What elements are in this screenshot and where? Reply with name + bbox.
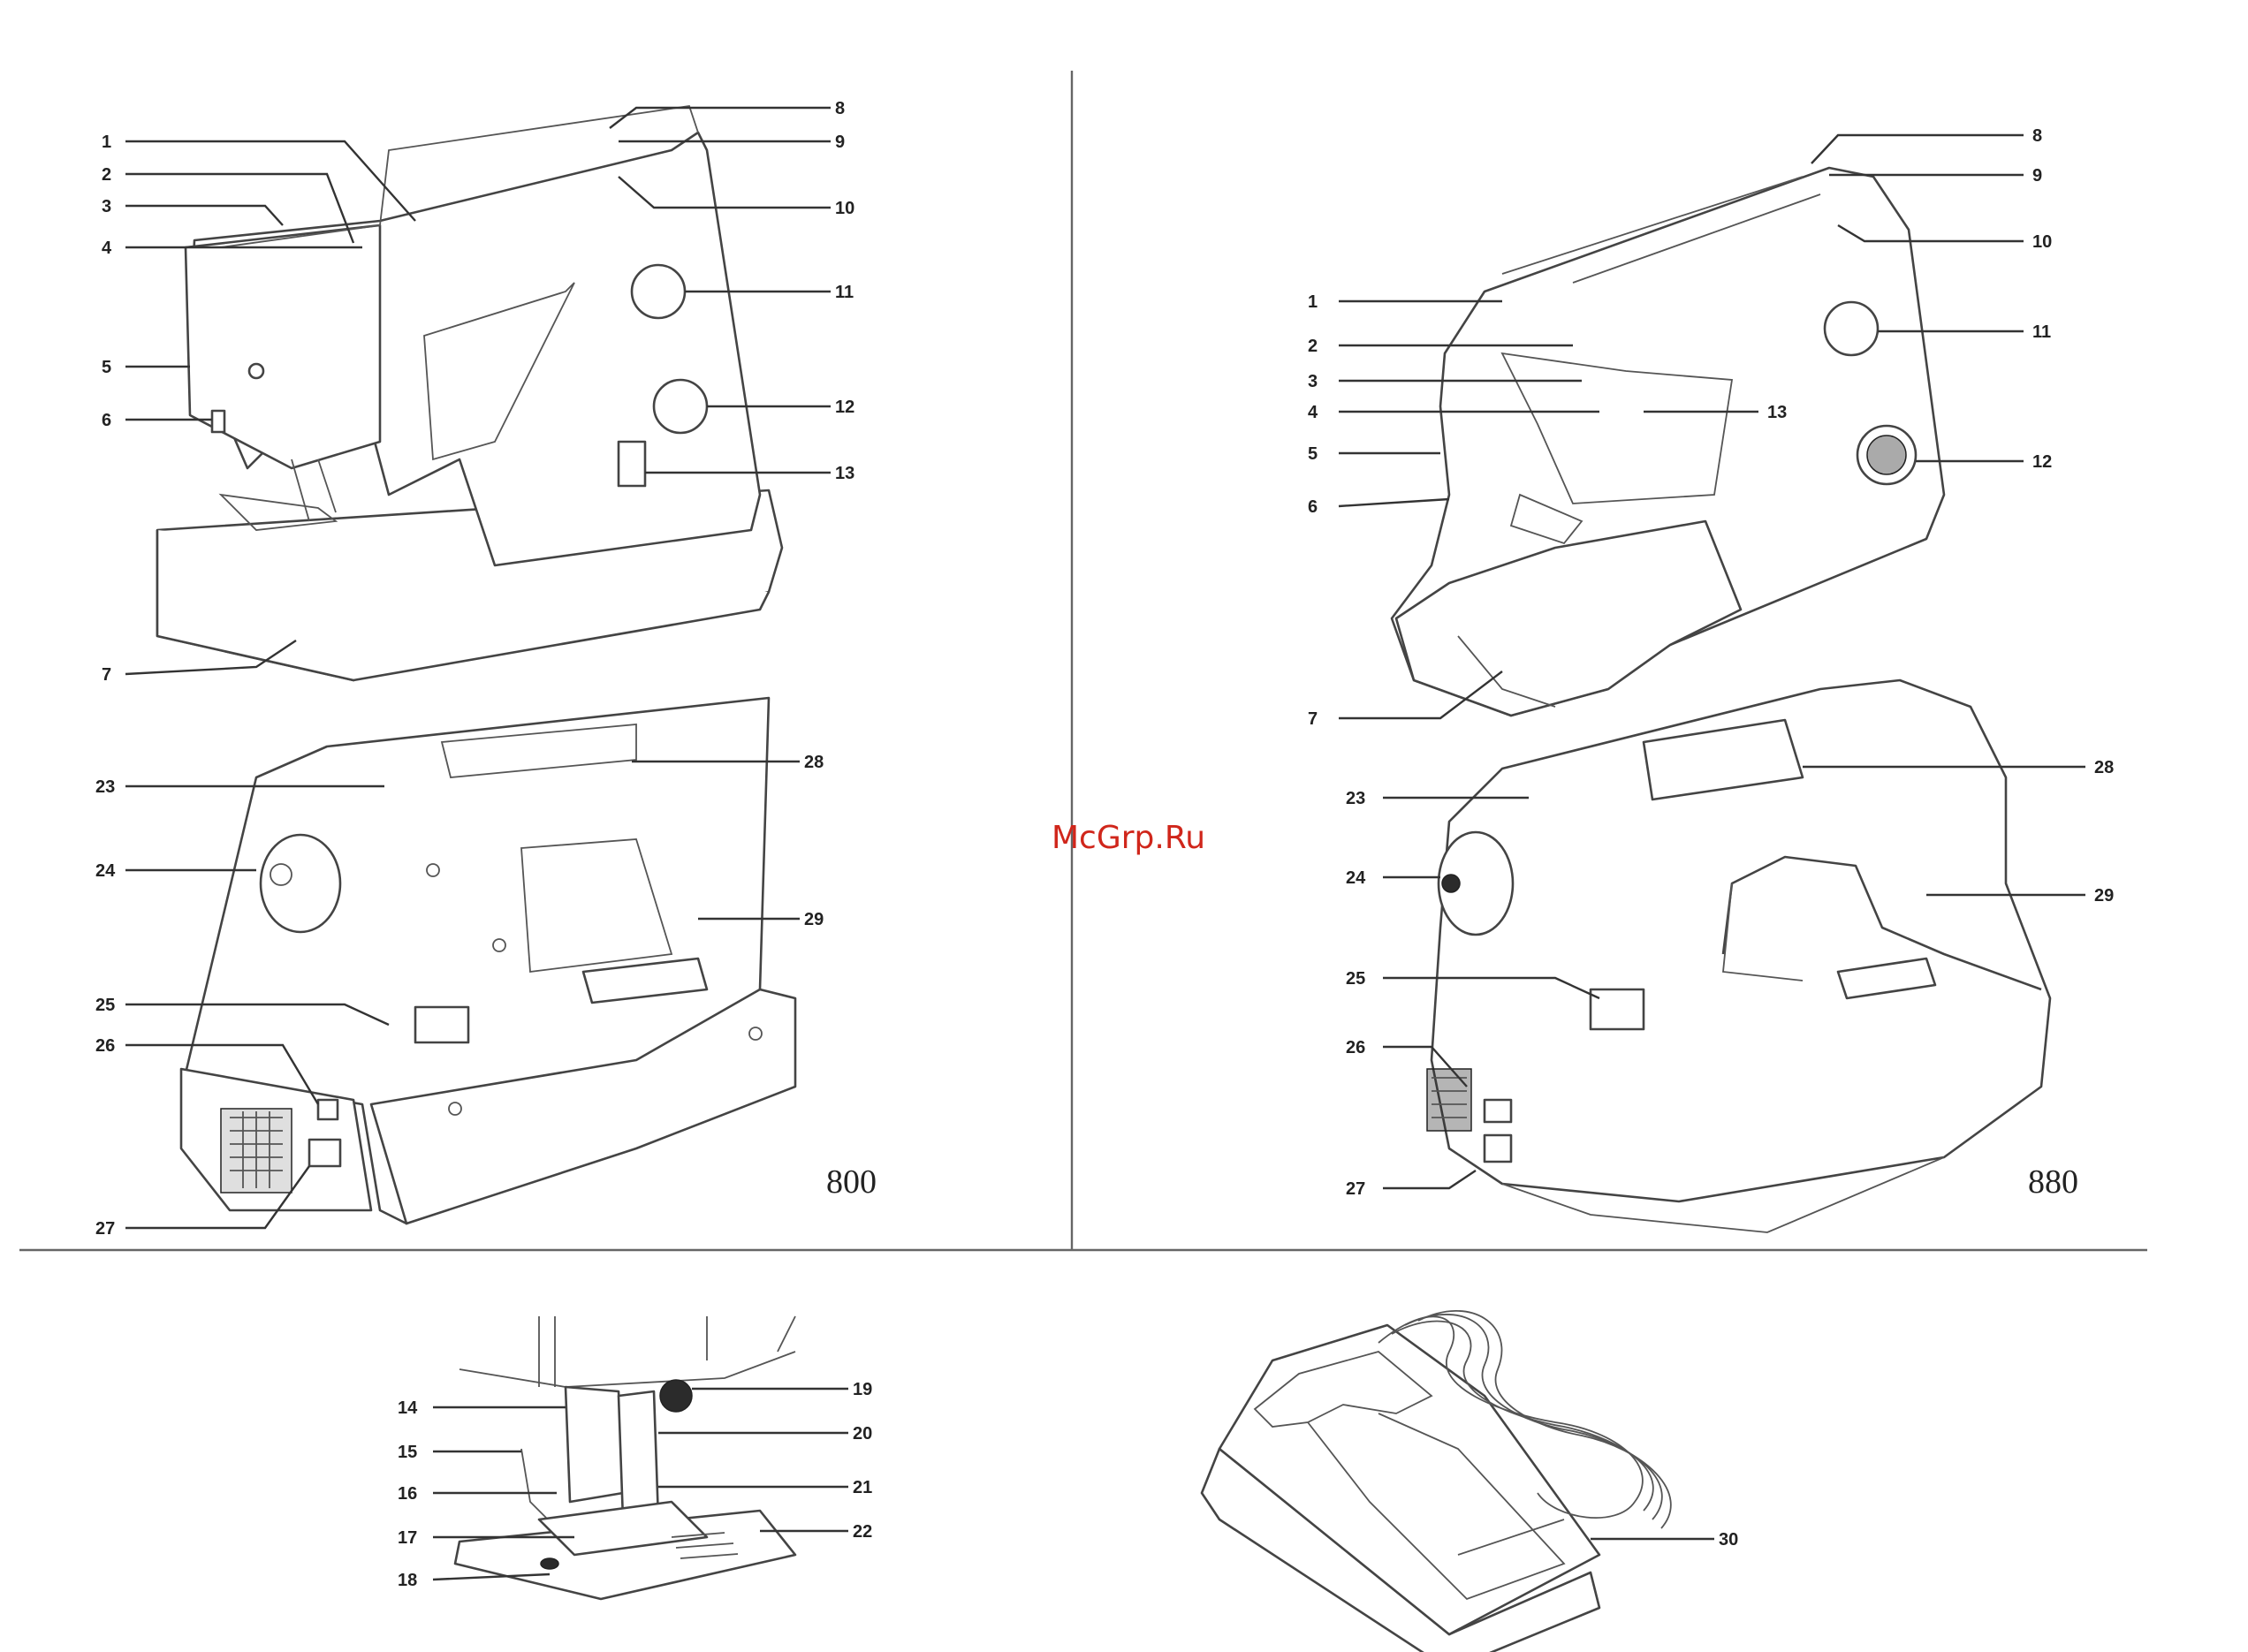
callout-880-12: 12	[2032, 452, 2052, 472]
callout-22: 22	[853, 1522, 872, 1542]
callout-800-10: 10	[835, 199, 854, 218]
machine-800-back-drawing	[181, 698, 795, 1224]
callout-21: 21	[853, 1478, 872, 1497]
callout-880-24: 24	[1346, 868, 1366, 888]
presser-foot-drawing	[455, 1316, 795, 1599]
callout-800-5: 5	[102, 358, 111, 377]
callout-880-23: 23	[1346, 789, 1365, 808]
callout-880-3: 3	[1308, 372, 1318, 391]
callout-800-27: 27	[95, 1219, 115, 1239]
callout-800-11: 11	[835, 283, 854, 302]
callout-880-28: 28	[2094, 758, 2114, 777]
callout-880-10: 10	[2032, 232, 2052, 252]
callout-800-7: 7	[102, 665, 111, 685]
callout-800-25: 25	[95, 996, 115, 1015]
model-label-800: 800	[826, 1163, 877, 1201]
machine-880-front-drawing	[1392, 168, 1944, 716]
callout-880-13: 13	[1767, 403, 1787, 422]
callout-800-1: 1	[102, 133, 111, 152]
callout-800-9: 9	[835, 133, 845, 152]
callout-16: 16	[398, 1484, 417, 1504]
callout-880-2: 2	[1308, 337, 1318, 356]
callout-880-9: 9	[2032, 166, 2042, 186]
callout-30: 30	[1719, 1530, 1738, 1550]
callout-14: 14	[398, 1398, 418, 1418]
machine-880-back-drawing	[1427, 680, 2050, 1232]
callout-19: 19	[853, 1380, 872, 1399]
foot-pedal-drawing	[1202, 1311, 1671, 1652]
callout-800-26: 26	[95, 1036, 115, 1056]
model-label-880: 880	[2028, 1163, 2078, 1201]
callout-800-28: 28	[804, 753, 824, 772]
callout-880-11: 11	[2032, 322, 2051, 342]
callout-880-1: 1	[1308, 292, 1318, 312]
callout-880-27: 27	[1346, 1179, 1365, 1199]
callout-800-2: 2	[102, 165, 111, 185]
machine-800-front-drawing	[157, 106, 782, 680]
callout-880-26: 26	[1346, 1038, 1365, 1057]
callout-17: 17	[398, 1528, 417, 1548]
callout-880-5: 5	[1308, 444, 1318, 464]
callout-20: 20	[853, 1424, 872, 1444]
callout-880-7: 7	[1308, 709, 1318, 729]
callout-800-12: 12	[835, 398, 854, 417]
callout-880-4: 4	[1308, 403, 1318, 422]
callout-880-25: 25	[1346, 969, 1365, 989]
callout-18: 18	[398, 1571, 417, 1590]
callout-800-23: 23	[95, 777, 115, 797]
callout-800-29: 29	[804, 910, 824, 929]
callout-800-4: 4	[102, 239, 112, 258]
callout-880-8: 8	[2032, 126, 2042, 146]
callout-15: 15	[398, 1443, 417, 1462]
callout-800-6: 6	[102, 411, 111, 430]
watermark-text: McGrp.Ru	[1052, 820, 1205, 856]
callout-880-6: 6	[1308, 497, 1318, 517]
callout-800-8: 8	[835, 99, 845, 118]
callout-800-3: 3	[102, 197, 111, 216]
callout-800-24: 24	[95, 861, 116, 881]
callout-880-29: 29	[2094, 886, 2114, 906]
callout-800-13: 13	[835, 464, 854, 483]
